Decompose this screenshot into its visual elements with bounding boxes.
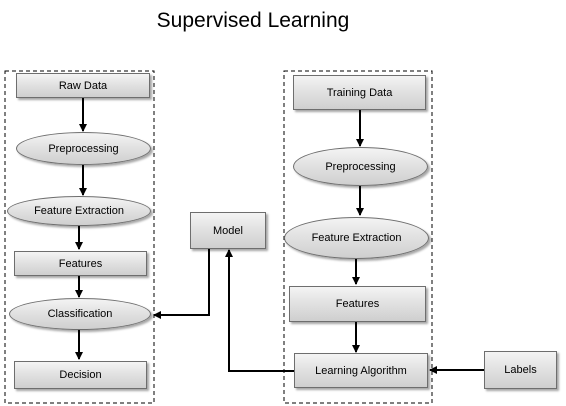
preprocessing-node: Preprocessing bbox=[16, 132, 151, 165]
learning-algorithm-node: Learning Algorithm bbox=[294, 353, 428, 388]
raw-data-node: Raw Data bbox=[16, 73, 150, 98]
inference-group-box bbox=[4, 70, 155, 404]
diagram-title: Supervised Learning bbox=[156, 9, 350, 32]
decision-node: Decision bbox=[14, 361, 147, 389]
training-data-node: Training Data bbox=[293, 75, 426, 110]
preprocessing-right-node: Preprocessing bbox=[293, 147, 428, 186]
feature-extraction-right-node: Feature Extraction bbox=[284, 217, 429, 259]
arrow-learning-algorithm-to-model bbox=[225, 249, 294, 372]
labels-node: Labels bbox=[484, 351, 557, 389]
feature-extraction-node: Feature Extraction bbox=[7, 196, 151, 226]
classification-node: Classification bbox=[9, 298, 151, 330]
features-node: Features bbox=[14, 251, 147, 276]
features-right-node: Features bbox=[289, 286, 426, 322]
model-node: Model bbox=[190, 212, 266, 249]
arrow-model-to-classification bbox=[153, 249, 210, 319]
